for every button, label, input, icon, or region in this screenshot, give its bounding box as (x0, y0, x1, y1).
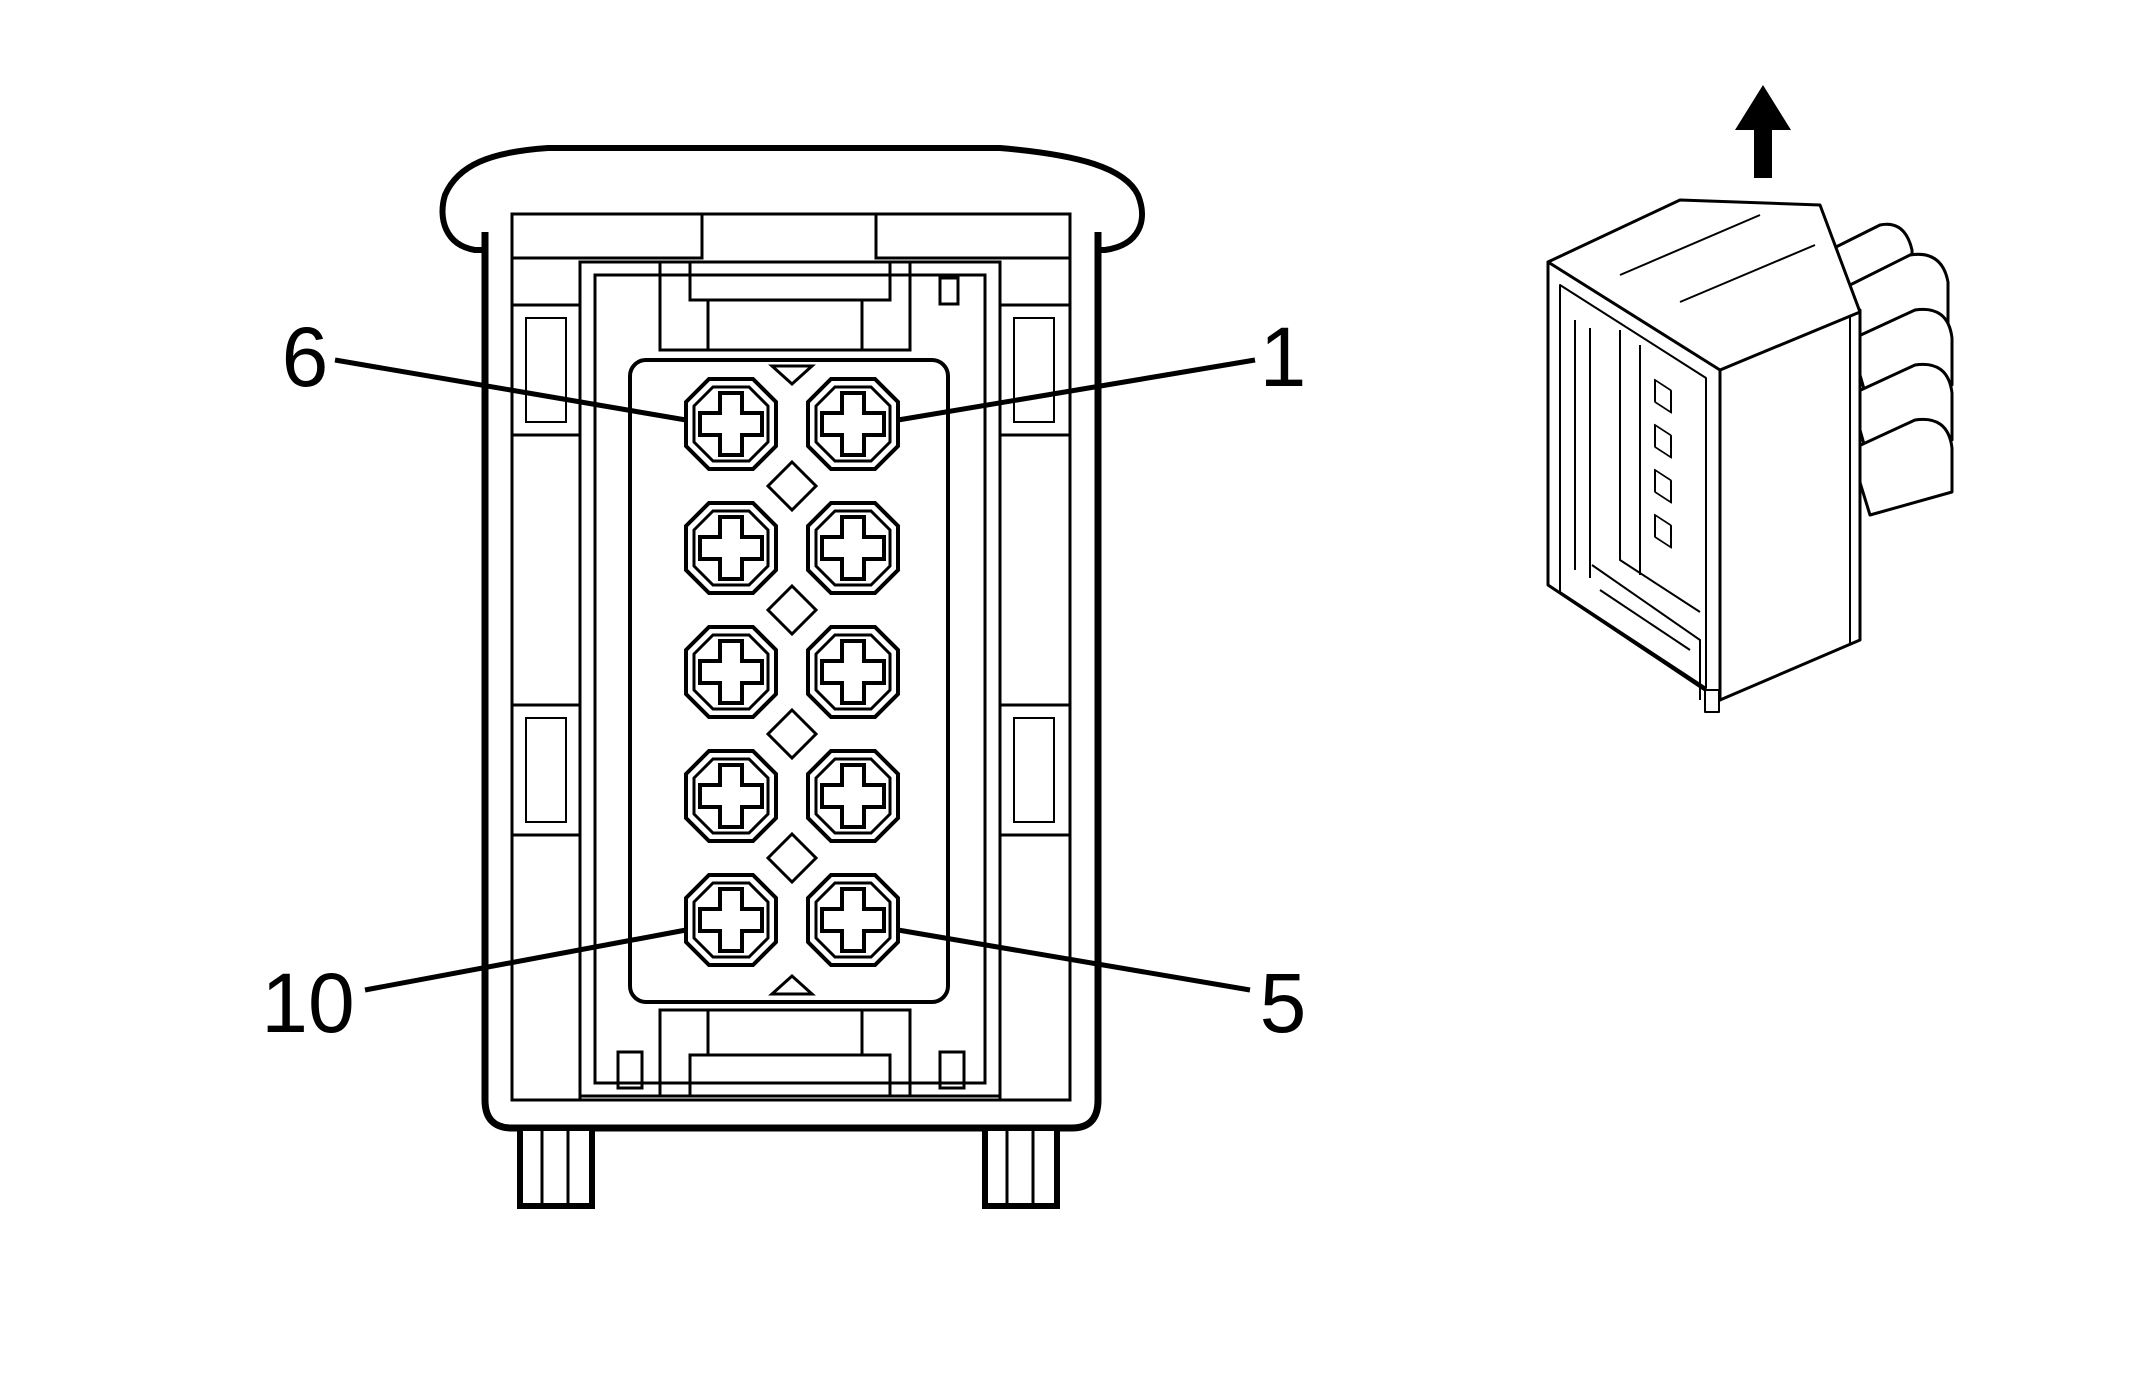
cavity-3 (806, 625, 900, 719)
cavity-8 (684, 625, 778, 719)
cavity-2 (806, 501, 900, 595)
pin-label-1: 1 (1260, 310, 1307, 404)
pin-label-10: 10 (261, 956, 354, 1050)
leader-lines (334, 357, 1256, 993)
arrow-up-icon (1735, 85, 1791, 178)
cavity-1 (806, 377, 900, 471)
pin-label-6: 6 (282, 310, 329, 404)
leader-line-10 (364, 927, 687, 993)
leader-line-5 (897, 927, 1251, 993)
cavity-5 (806, 873, 900, 967)
connector-isometric-view (1546, 198, 1954, 713)
cavity-4 (806, 749, 900, 843)
cavity-6 (684, 377, 778, 471)
cavity-9 (684, 749, 778, 843)
connector-face-view (439, 145, 1145, 1209)
leader-line-1 (897, 357, 1256, 423)
cavity-7 (684, 501, 778, 595)
cavity-10 (684, 873, 778, 967)
pin-label-5: 5 (1260, 956, 1307, 1050)
leader-line-6 (334, 357, 687, 423)
